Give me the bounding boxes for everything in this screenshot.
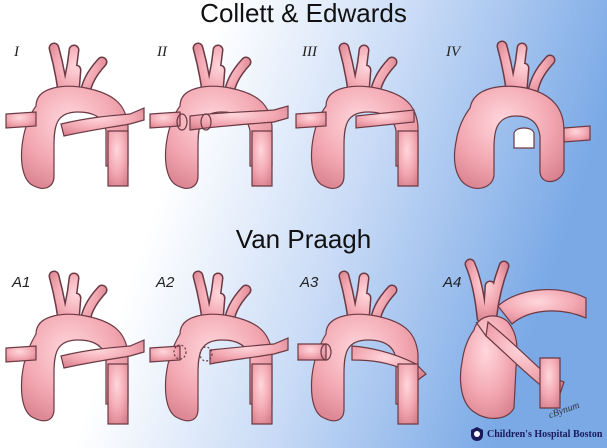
childrens-hospital-logo: Children's Hospital Boston [470, 426, 602, 442]
aortic-diagram-type-A1 [5, 264, 145, 425]
title-collett-edwards: Collett & Edwards [200, 0, 407, 28]
panel-label-A1: A1 [12, 274, 31, 291]
aortic-diagram-type-IV [453, 36, 591, 189]
panel-label-IV: IV [446, 44, 461, 60]
panel-label-III: III [302, 44, 317, 60]
hospital-name: Children's Hospital Boston [487, 428, 603, 440]
title-van-praagh: Van Praagh [235, 224, 372, 254]
aortic-diagram-type-A3 [297, 264, 427, 425]
panel-label-A3: A3 [300, 274, 319, 291]
panel-label-II: II [157, 44, 167, 60]
panel-label-A2: A2 [156, 274, 175, 291]
aortic-diagram-type-II [149, 36, 289, 189]
aortic-diagram-type-A2 [149, 264, 289, 425]
aortic-diagram-type-III [295, 36, 419, 189]
aortic-diagram-type-I [5, 36, 145, 189]
aortic-diagram-type-A4 [459, 258, 587, 419]
panel-label-I: I [14, 44, 19, 60]
panel-label-A4: A4 [443, 274, 462, 291]
hospital-emblem-icon [471, 427, 483, 441]
